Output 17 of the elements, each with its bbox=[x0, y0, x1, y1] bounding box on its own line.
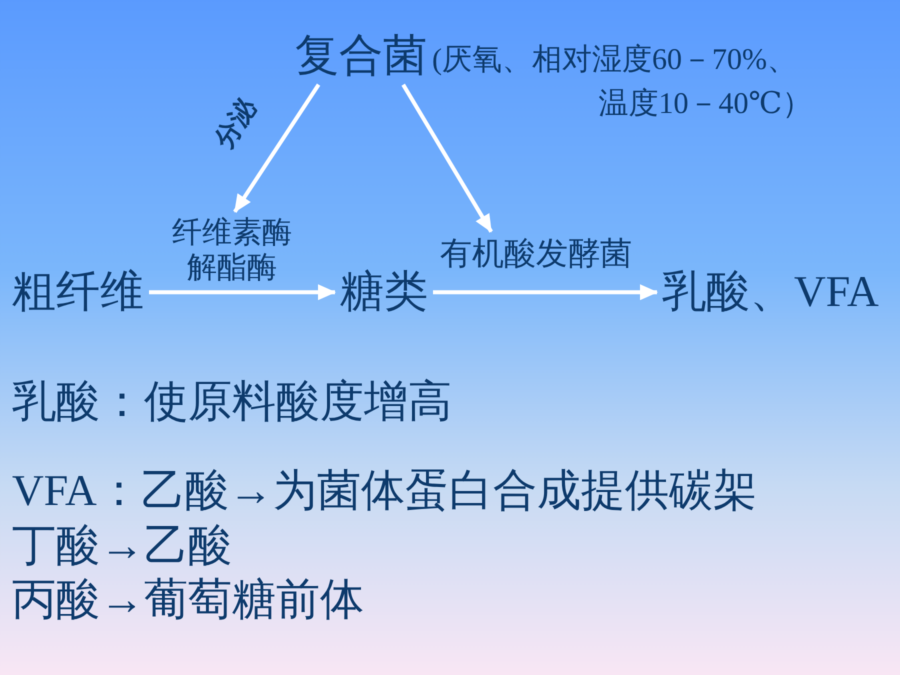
arrow bbox=[233, 84, 320, 213]
node-label: 粗纤维 bbox=[12, 268, 144, 316]
arrow bbox=[401, 84, 493, 233]
arrow bbox=[149, 284, 336, 300]
note-text: VFA：乙酸→为菌体蛋白合成提供碳架 bbox=[12, 467, 757, 516]
note-text: 丙酸→葡萄糖前体 bbox=[12, 576, 364, 624]
node-label: 复合菌 bbox=[295, 32, 427, 80]
note-text: 乳酸：使原料酸度增高 bbox=[12, 378, 452, 426]
note-text: 丁酸→乙酸 bbox=[12, 522, 232, 570]
edge-label: 分泌 bbox=[210, 94, 262, 154]
annotation-text: (厌氧、相对湿度60－70%、温度10－40℃） bbox=[432, 42, 812, 122]
arrow bbox=[433, 284, 658, 300]
node-label: 解酯酶 bbox=[186, 250, 278, 285]
node-label: 有机酸发酵菌 bbox=[440, 236, 632, 272]
node-label: 纤维素酶 bbox=[171, 216, 293, 250]
node-label: 乳酸、VFA bbox=[662, 268, 879, 316]
node-label: 糖类 bbox=[340, 268, 428, 316]
